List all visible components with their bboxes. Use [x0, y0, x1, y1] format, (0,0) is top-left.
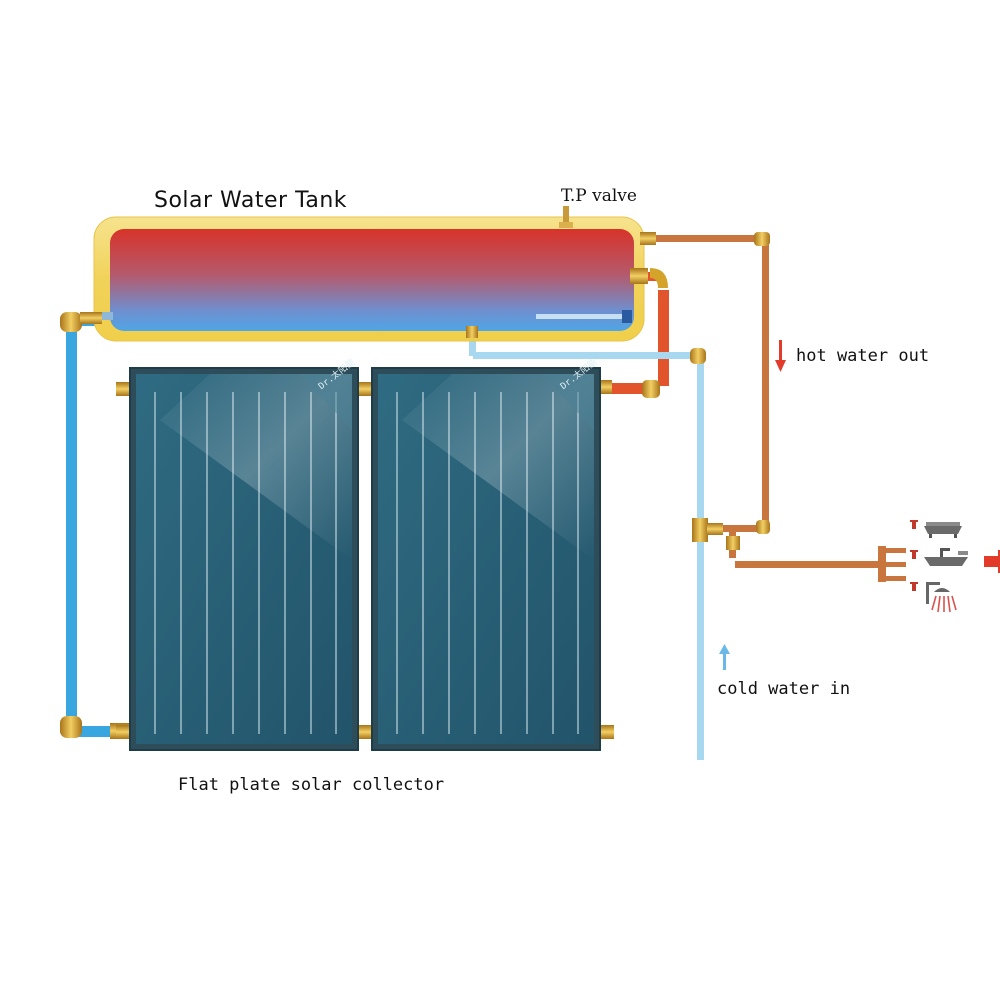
- cold-return-pipe: [66, 316, 123, 737]
- solar-water-tank: [93, 216, 645, 342]
- tank-title: Solar Water Tank: [154, 188, 347, 213]
- outlet-arrow: [984, 550, 1000, 573]
- shower-icon: [910, 582, 957, 613]
- hot-water-out-arrow: [775, 340, 786, 372]
- tp-valve: [559, 206, 573, 228]
- collector-panel-right: Dr.太阳能: [371, 356, 601, 751]
- cold-water-in-label: cold water in: [717, 679, 850, 699]
- collector-panel-left: Dr.太阳能: [129, 356, 359, 751]
- bathtub-icon: [910, 520, 962, 538]
- sink-icon: [910, 548, 968, 566]
- cold-water-in-arrow: [719, 644, 730, 670]
- hot-out-pipe: [654, 235, 883, 568]
- collector-label: Flat plate solar collector: [178, 775, 444, 795]
- tp-valve-label: T.P valve: [561, 186, 637, 206]
- hot-water-out-label: hot water out: [796, 346, 929, 366]
